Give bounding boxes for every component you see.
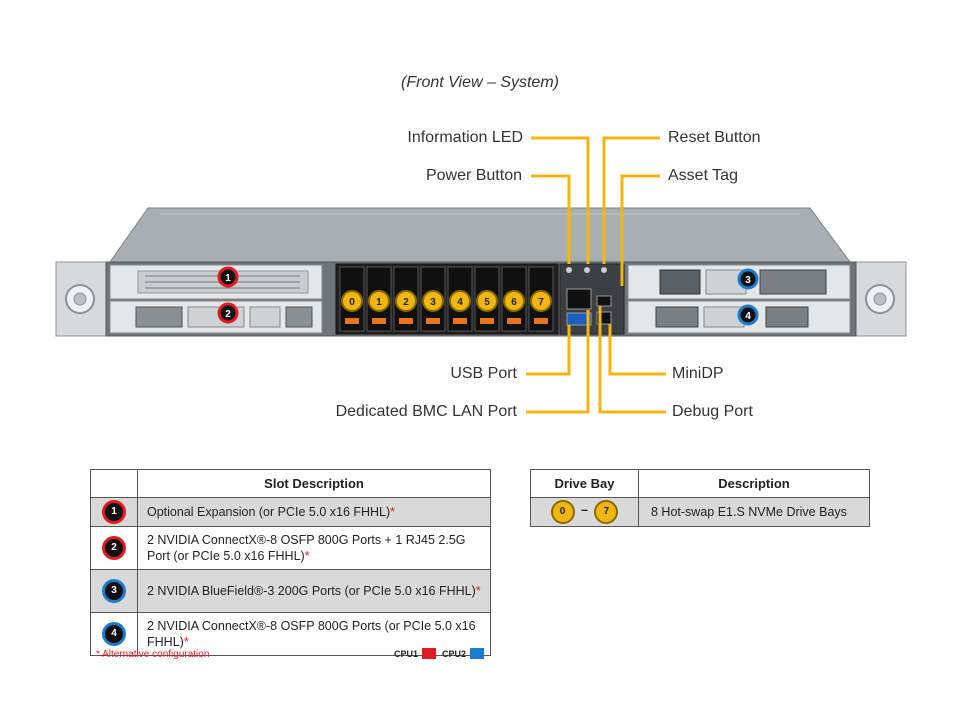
table-row: 2 2 NVIDIA ConnectX®-8 OSFP 800G Ports +… (90, 526, 491, 570)
leader-reset-button (602, 136, 660, 264)
drive-bay-6[interactable]: 6 (501, 266, 527, 332)
slot-col-blank (90, 469, 138, 498)
drive-description: 8 Hot-swap E1.S NVMe Drive Bays (638, 497, 870, 527)
drive-bay-label: 4 (457, 297, 463, 308)
table-row: 3 2 NVIDIA BlueField®-3 200G Ports (or P… (90, 569, 491, 613)
drive-bay-1[interactable]: 1 (366, 266, 392, 332)
slot-badge-3: 3 (105, 582, 123, 600)
callout-information-led: Information LED (407, 129, 523, 146)
drive-bay-7[interactable]: 7 (528, 266, 554, 332)
callout-minidp: MiniDP (672, 365, 724, 382)
leader-bmc-lan-port (526, 310, 590, 414)
slot-row-text: Optional Expansion (or PCIe 5.0 x16 FHHL… (147, 505, 391, 519)
callout-bmc-lan-port: Dedicated BMC LAN Port (335, 403, 517, 420)
leader-minidp (608, 324, 666, 376)
drive-bay-end-badge: 7 (594, 500, 619, 524)
callout-reset-button: Reset Button (668, 129, 761, 146)
drive-bay-5[interactable]: 5 (474, 266, 500, 332)
drive-table-col-bay: Drive Bay (530, 469, 639, 498)
alt-star: * (183, 635, 189, 649)
drive-range-dash: – (581, 503, 588, 517)
slot-badge-2: 2 (105, 539, 123, 557)
slot-badge-2: 2 (217, 302, 239, 324)
alt-star: * (475, 584, 481, 598)
slot-badge-label: 1 (225, 273, 231, 284)
left-slot-1 (109, 264, 323, 300)
drive-bay-2[interactable]: 2 (393, 266, 419, 332)
legend-cpu2-swatch (470, 648, 485, 659)
right-rack-ear (855, 261, 907, 337)
slot-badge-label: 4 (745, 311, 751, 322)
right-slot-4 (627, 300, 851, 334)
drive-bay-label: 0 (349, 297, 355, 308)
drive-bay-table: Drive Bay Description 0 – 7 8 Hot-swap E… (530, 469, 870, 527)
page-title: (Front View – System) (401, 74, 559, 91)
slot-badge-4: 4 (105, 625, 123, 643)
leader-asset-tag (620, 174, 660, 286)
cpu-legend: CPU1 CPU2 (394, 648, 485, 659)
callout-power-button: Power Button (425, 167, 522, 184)
footnote: * Alternative configuration (96, 649, 210, 660)
slot-badge-4: 4 (737, 304, 759, 326)
drive-bay-label: 7 (538, 297, 544, 308)
slot-row-text: 2 NVIDIA ConnectX®-8 OSFP 800G Ports (or… (147, 619, 476, 649)
drive-bay-start-badge: 0 (550, 500, 575, 524)
legend-cpu1-swatch (422, 648, 437, 659)
slot-row-text: 2 NVIDIA ConnectX®-8 OSFP 800G Ports + 1… (147, 533, 466, 563)
bmc-lan-port (566, 288, 592, 310)
drive-bay-label: 6 (511, 297, 517, 308)
left-slot-2 (109, 300, 323, 334)
server-front-view: 0 1 2 3 4 5 6 7 1 2 3 4 (55, 136, 907, 414)
control-panel (559, 263, 625, 335)
drive-bay-label: 2 (403, 297, 409, 308)
legend-cpu1-label: CPU1 (394, 648, 419, 659)
left-rack-ear (55, 261, 107, 337)
leader-usb-port (526, 325, 571, 376)
alt-star: * (390, 505, 396, 519)
slot-badge-1: 1 (217, 266, 239, 288)
drive-bay-4[interactable]: 4 (447, 266, 473, 332)
callout-debug-port: Debug Port (672, 403, 753, 420)
drive-bay-3[interactable]: 3 (420, 266, 446, 332)
leader-lines (526, 136, 666, 414)
table-row: 1 Optional Expansion (or PCIe 5.0 x16 FH… (90, 497, 491, 527)
chassis-lid (109, 207, 851, 263)
leader-information-led (531, 136, 590, 264)
slot-description-table: Slot Description 1 Optional Expansion (o… (90, 469, 491, 656)
drive-bay-label: 3 (430, 297, 436, 308)
legend-cpu2-label: CPU2 (442, 648, 467, 659)
table-row: 0 – 7 8 Hot-swap E1.S NVMe Drive Bays (530, 497, 870, 527)
leader-debug-port (598, 306, 666, 414)
leader-power-button (531, 174, 571, 264)
drive-bay-label: 5 (484, 297, 490, 308)
drive-table-col-desc: Description (638, 469, 870, 498)
slot-table-header: Slot Description (137, 469, 491, 498)
callout-usb-port: USB Port (450, 365, 517, 382)
drive-bay-label: 1 (376, 297, 382, 308)
slot-badge-3: 3 (737, 268, 759, 290)
drive-bays: 0 1 2 3 4 5 6 7 (339, 266, 554, 332)
slot-badge-label: 2 (225, 309, 231, 320)
slot-row-text: 2 NVIDIA BlueField®-3 200G Ports (or PCI… (147, 584, 476, 598)
usb-port-shape (566, 312, 592, 326)
alt-star: * (304, 549, 310, 563)
slot-badge-label: 3 (745, 275, 751, 286)
slot-badge-1: 1 (105, 503, 123, 521)
callout-asset-tag: Asset Tag (668, 167, 738, 184)
drive-bay-0[interactable]: 0 (339, 266, 365, 332)
